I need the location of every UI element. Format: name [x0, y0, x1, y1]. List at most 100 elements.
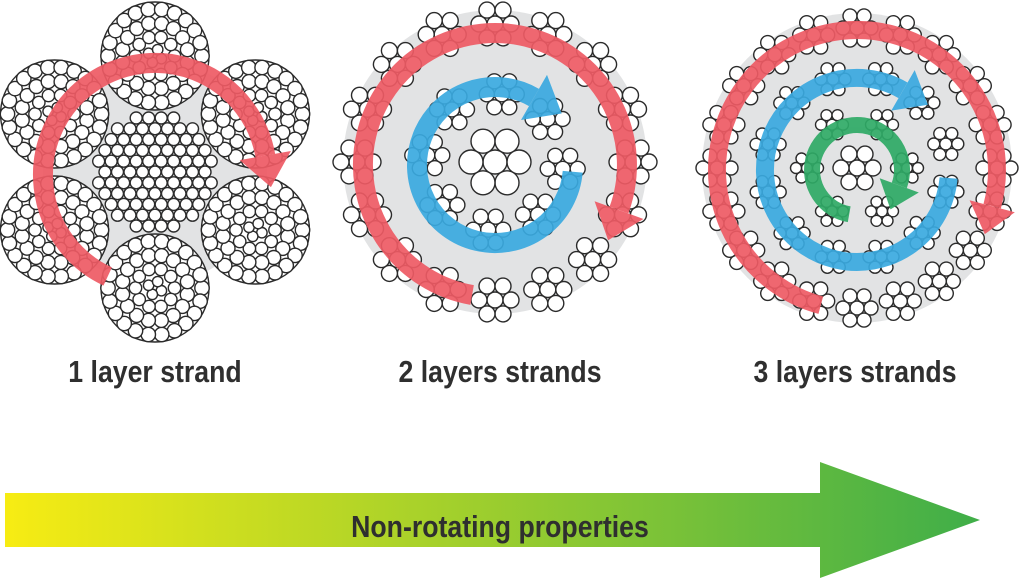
wire	[166, 176, 181, 190]
wire	[278, 186, 295, 203]
wire	[856, 145, 874, 163]
wire	[116, 132, 131, 147]
wire	[185, 122, 200, 136]
wire	[951, 137, 965, 151]
wire	[93, 106, 110, 122]
wire	[215, 228, 231, 245]
wire	[198, 143, 212, 158]
wire	[242, 204, 257, 219]
wire	[955, 254, 971, 271]
wire	[486, 99, 503, 116]
wire	[132, 269, 147, 284]
wire	[478, 305, 496, 323]
wire	[148, 122, 162, 136]
wire	[220, 203, 236, 220]
wire	[458, 149, 484, 175]
wire	[119, 29, 136, 46]
wire	[1, 235, 18, 252]
wire	[275, 240, 291, 257]
wire	[104, 176, 118, 190]
wire	[227, 148, 244, 165]
wire	[194, 280, 210, 296]
wire	[65, 194, 81, 211]
wire	[531, 294, 549, 313]
wire	[567, 250, 586, 269]
wire	[154, 299, 168, 314]
wire	[332, 153, 350, 171]
wire	[241, 189, 257, 206]
wire	[14, 112, 30, 129]
wire	[911, 161, 925, 175]
wire	[7, 80, 23, 97]
strand	[864, 195, 900, 228]
two-layer-strands-rope	[332, 1, 658, 323]
wire	[522, 193, 539, 210]
wire	[123, 122, 137, 136]
wire	[116, 154, 131, 168]
wire	[135, 208, 150, 222]
wire	[160, 208, 175, 222]
second-layer-arrow	[756, 68, 958, 271]
wire	[835, 300, 851, 316]
wire	[110, 165, 125, 179]
strand	[878, 281, 922, 321]
wire	[116, 244, 133, 261]
wire	[148, 208, 162, 222]
wire	[77, 141, 94, 158]
wire	[129, 197, 143, 212]
wire	[77, 186, 94, 203]
wire	[969, 230, 985, 246]
wire	[185, 143, 200, 158]
wire	[864, 205, 878, 218]
wire	[116, 197, 131, 212]
wire	[264, 211, 279, 226]
inner-layer-arrow-shaft	[804, 117, 911, 223]
wire	[123, 208, 137, 222]
wire	[27, 63, 43, 80]
wire	[31, 234, 46, 249]
wire	[478, 1, 496, 19]
wire	[546, 123, 564, 141]
wire	[591, 41, 610, 60]
wire	[86, 131, 103, 148]
wire	[842, 312, 858, 328]
wire	[921, 106, 935, 120]
wire	[927, 137, 941, 151]
wire	[840, 173, 858, 191]
wire	[191, 132, 206, 147]
wire	[160, 122, 175, 136]
strand	[835, 288, 879, 328]
wire	[204, 176, 218, 190]
wire	[165, 252, 182, 269]
wire	[547, 11, 565, 30]
wire	[142, 30, 156, 45]
wire	[107, 22, 124, 39]
wire	[123, 186, 137, 201]
wire	[110, 143, 125, 158]
wire	[885, 305, 901, 321]
outer-layer-arrow-head	[239, 151, 291, 188]
wire	[814, 118, 828, 131]
wire	[899, 305, 915, 321]
wire	[129, 176, 143, 190]
wire	[955, 230, 971, 246]
wire	[91, 154, 106, 168]
wire	[79, 99, 95, 116]
second-layer-arrow	[407, 74, 583, 254]
wire	[575, 264, 594, 283]
wire	[216, 186, 233, 203]
wire	[173, 186, 187, 201]
strand	[523, 266, 573, 313]
wire	[240, 59, 257, 76]
wire	[813, 281, 829, 297]
wire	[232, 234, 247, 249]
wire	[165, 20, 182, 37]
wire	[216, 141, 233, 158]
wire	[820, 214, 833, 228]
wire	[917, 273, 933, 289]
wire	[554, 110, 571, 128]
wire	[350, 219, 369, 238]
wire	[252, 217, 265, 230]
wire	[820, 108, 833, 122]
